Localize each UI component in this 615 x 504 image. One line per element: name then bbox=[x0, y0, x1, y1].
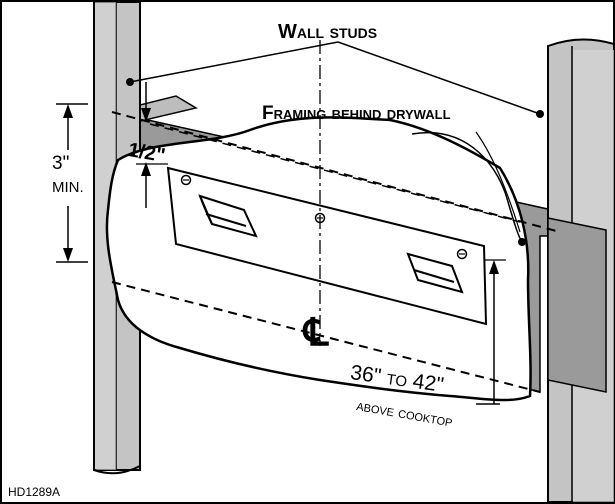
centerline-symbol: ℄ bbox=[304, 312, 329, 354]
framing-across-right-stud bbox=[547, 217, 607, 393]
mounting-plate bbox=[166, 166, 488, 326]
framing-leader bbox=[411, 131, 523, 243]
cooktop-height-dimension bbox=[476, 259, 506, 405]
framing-top-edge-dashed bbox=[111, 111, 561, 233]
framing-bottom-edge-dashed bbox=[111, 281, 541, 393]
wall-studs-label: Wall studs bbox=[278, 21, 378, 43]
figure-code: HD1289A bbox=[8, 485, 61, 499]
framing-top-edge-dashed-2 bbox=[149, 123, 521, 223]
framing-label: Framing behind drywall bbox=[262, 103, 451, 124]
min-height-dimension bbox=[56, 103, 88, 263]
wall-studs-leader-left bbox=[129, 41, 339, 83]
min-height-value: 3" bbox=[52, 153, 70, 174]
wall-studs-leader-right bbox=[337, 41, 541, 115]
min-height-suffix: MIN. bbox=[52, 179, 84, 196]
half-inch-dimension bbox=[136, 82, 168, 208]
